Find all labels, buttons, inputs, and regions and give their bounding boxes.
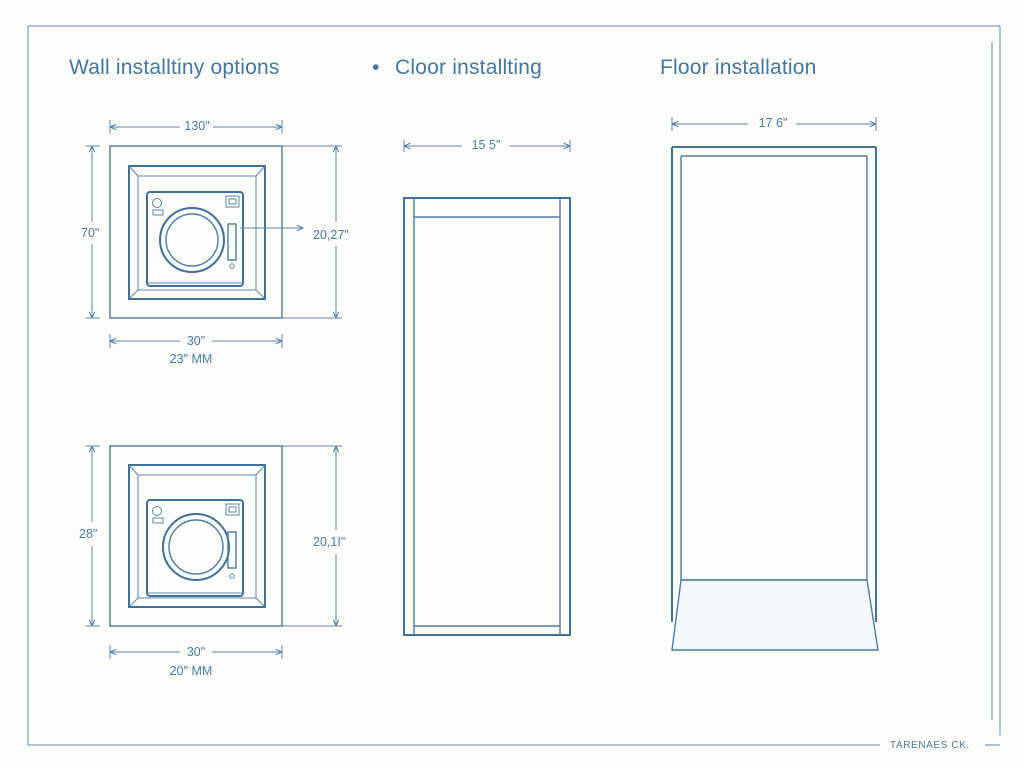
wall-top-bottom-width-label: 30" (186, 334, 206, 348)
floor-column (671, 117, 879, 651)
page-frame (27, 25, 1001, 746)
cloor-width-label: 15 5" (471, 138, 501, 152)
wall-top-size-note: 23" MM (169, 352, 213, 366)
wall-unit-top (86, 120, 342, 348)
title-floor-installation: Floor installation (660, 56, 817, 79)
wall-unit-bottom (86, 445, 342, 659)
title-wall-installation: Wall installtiny options (69, 56, 280, 79)
wall-top-height-right-label: 20,27" (313, 228, 349, 242)
wall-bottom-width-label: 30" (186, 645, 206, 659)
title-bullet: • (372, 56, 380, 79)
floor-width-label: 17 6" (758, 116, 788, 130)
title-cloor-installation: Cloor installting (395, 56, 542, 79)
cloor-column (403, 140, 571, 636)
wall-top-width-label: 130" (184, 119, 210, 133)
wall-bottom-size-note: 20" MM (169, 664, 213, 678)
wall-top-height-left-label: 70" (81, 226, 100, 240)
wall-bottom-height-right-label: 20,1I" (313, 535, 346, 549)
wall-bottom-height-left-label: 28" (79, 527, 98, 541)
title-block-label: TARENAES CK. (890, 740, 970, 751)
